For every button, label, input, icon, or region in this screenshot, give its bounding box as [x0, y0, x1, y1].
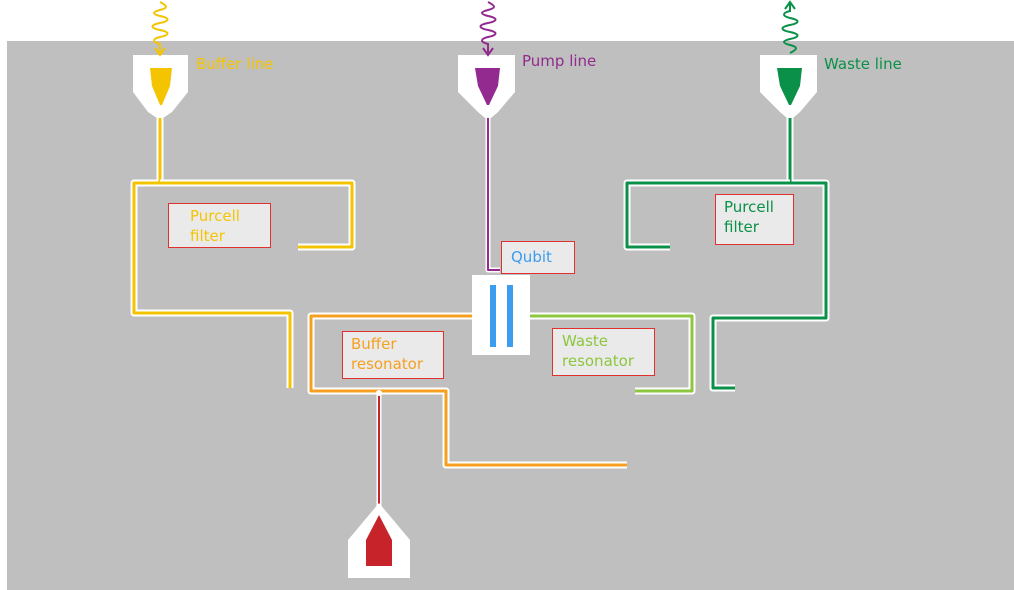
readout-port: [348, 503, 410, 578]
buffer-resonator-label: Buffer resonator: [342, 331, 444, 379]
buffer-resonator-line2: resonator: [351, 355, 423, 373]
purcell-filter-right-line2: filter: [724, 218, 759, 236]
qubit: [472, 275, 530, 355]
buffer-line-port: [133, 1, 188, 118]
pump-line: [485, 118, 500, 273]
buffer-line-label: Buffer line: [196, 55, 274, 73]
purcell-filter-right-label: Purcell filter: [715, 194, 794, 245]
buffer-resonator-line1: Buffer: [351, 335, 397, 353]
capacitor-qubit-icon: [490, 285, 513, 347]
purcell-filter-right-stub: [623, 179, 790, 251]
pump-line-label: Pump line: [522, 52, 597, 70]
purcell-filter-left-label: Purcell filter: [168, 203, 271, 248]
waste-line-port: [760, 0, 817, 118]
buffer-line: [130, 118, 294, 388]
waste-resonator-line1: Waste: [562, 332, 608, 350]
qubit-label: Qubit: [501, 241, 575, 274]
waste-resonator-label: Waste resonator: [552, 328, 655, 376]
qubit-label-text: Qubit: [511, 248, 552, 266]
purcell-filter-left-line2: filter: [190, 227, 225, 245]
readout-line: [376, 390, 382, 520]
purcell-filter-left-line1: Purcell: [190, 207, 240, 225]
purcell-filter-left-stub: [160, 179, 356, 251]
pump-line-port: [458, 1, 515, 118]
purcell-filter-right-line1: Purcell: [724, 198, 774, 216]
waste-resonator-line2: resonator: [562, 352, 634, 370]
waste-line-label: Waste line: [824, 55, 902, 73]
